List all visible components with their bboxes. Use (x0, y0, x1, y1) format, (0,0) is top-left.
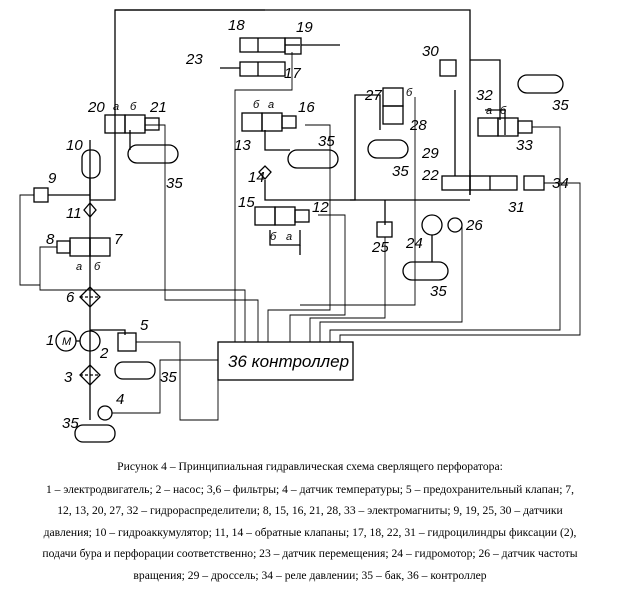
position-b: б (94, 261, 101, 273)
branch-line-15 (264, 180, 470, 201)
label-8: 8 (46, 231, 55, 248)
figure-caption: Рисунок 4 – Принципиальная гидравлическа… (0, 456, 620, 614)
hydromotor-24-icon (421, 214, 443, 236)
label-34: 34 (552, 175, 569, 192)
pressure-sensor-25-icon (376, 221, 393, 238)
tank-label: 35 (430, 283, 447, 300)
valve-7-icon (56, 237, 111, 257)
label-32: 32 (476, 87, 493, 104)
position-a: а (76, 261, 82, 273)
temperature-sensor-4-icon (97, 405, 113, 421)
label-28: 28 (409, 117, 427, 134)
position-a: а (268, 99, 274, 111)
position-a: а (286, 231, 292, 243)
label-13: 13 (234, 137, 251, 154)
label-21: 21 (149, 99, 167, 116)
label-17: 17 (284, 65, 301, 82)
tank-icon (74, 74, 564, 443)
label-33: 33 (516, 137, 533, 154)
label-31: 31 (508, 199, 525, 216)
label-29: 29 (421, 145, 439, 162)
pressure-relay-34-icon (523, 175, 545, 191)
position-b: б (270, 231, 277, 243)
position-b: б (253, 99, 260, 111)
label-14: 14 (248, 169, 265, 186)
cylinder-22-31-icon (441, 175, 518, 191)
label-2: 2 (99, 345, 109, 362)
motor-symbol: M (62, 336, 72, 348)
tank-label: 35 (160, 369, 177, 386)
pressure-sensor-30-icon (439, 59, 457, 77)
valve-12-icon (254, 206, 310, 226)
caption-line: вращения; 29 – дроссель; 34 – реле давле… (133, 568, 487, 582)
tank-label: 35 (62, 415, 79, 432)
label-11: 11 (66, 205, 82, 222)
label-6: 6 (66, 289, 75, 306)
tank-label: 35 (552, 97, 569, 114)
label-30: 30 (422, 43, 439, 60)
label-26: 26 (465, 217, 483, 234)
tank-label: 35 (166, 175, 183, 192)
label-24: 24 (405, 235, 423, 252)
label-12: 12 (312, 199, 329, 216)
position-b: б (406, 87, 413, 99)
label-15: 15 (238, 194, 255, 211)
label-20: 20 (87, 99, 105, 116)
label-27: 27 (364, 87, 382, 104)
label-1: 1 (46, 332, 54, 349)
valve-20-icon (104, 114, 160, 134)
label-9: 9 (48, 170, 57, 187)
label-4: 4 (116, 391, 124, 408)
filter-3-icon (79, 364, 101, 386)
caption-title: Рисунок 4 – Принципиальная гидравлическа… (117, 460, 503, 473)
tank-label: 35 (392, 163, 409, 180)
pressure-sensor-9-icon (33, 187, 49, 203)
label-10: 10 (66, 137, 83, 154)
valve-27-icon (382, 87, 404, 125)
pressure-sensor-19-icon (284, 37, 302, 55)
caption-line: 1 – электродвигатель; 2 – насос; 3,6 – ф… (45, 482, 575, 496)
check-valve-14-icon (258, 165, 272, 180)
position-a: а (113, 101, 119, 113)
caption-line: 12, 13, 20, 27, 32 – гидрораспределители… (57, 504, 563, 518)
label-16: 16 (298, 99, 315, 116)
rotation-sensor-26-icon (447, 217, 463, 233)
accumulator-10-icon (81, 149, 101, 179)
position-b: б (130, 101, 137, 113)
controller-label: 36 контроллер (228, 352, 349, 371)
label-3: 3 (64, 369, 73, 386)
check-valve-11-icon (83, 202, 97, 218)
label-25: 25 (371, 239, 389, 256)
relief-valve-5-icon (117, 332, 137, 352)
tank-label: 35 (318, 133, 335, 150)
position-b: б (500, 105, 507, 117)
label-5: 5 (140, 317, 149, 334)
label-7: 7 (114, 231, 123, 248)
valve-13-icon (241, 112, 297, 132)
controller-36-box (217, 341, 354, 381)
label-18: 18 (228, 17, 245, 34)
label-19: 19 (296, 19, 313, 36)
label-22: 22 (421, 167, 439, 184)
label-23: 23 (185, 51, 203, 68)
caption-line: давления; 10 – гидроаккумулятор; 11, 14 … (43, 525, 577, 539)
position-a: а (486, 105, 492, 117)
caption-line: подачи бура и перфорации соответственно;… (42, 547, 578, 561)
hydraulic-schematic: 1 2 3 4 5 6 7 8 9 10 11 12 13 14 15 16 1… (19, 9, 581, 443)
